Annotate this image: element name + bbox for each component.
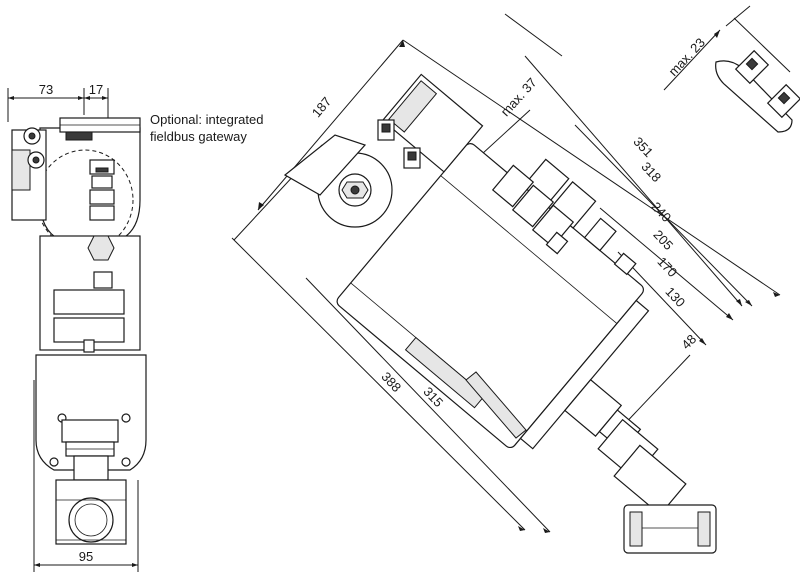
dim-170: 170 [654, 254, 680, 280]
fieldbus-gateway-note: Optional: integrated fieldbus gateway [150, 111, 263, 145]
note-line-2: fieldbus gateway [150, 129, 247, 144]
dim-max23: max. 23 [665, 35, 708, 79]
dim-318: 318 [638, 159, 664, 185]
dim-17: 17 [89, 82, 103, 97]
dim-max37: max. 37 [498, 75, 540, 119]
dim-187: 187 [309, 94, 334, 120]
dim-351: 351 [630, 134, 656, 160]
front-view: 73 17 [7, 82, 147, 572]
note-line-1: Optional: integrated [150, 112, 264, 127]
dim-95: 95 [79, 549, 93, 564]
side-view: 187 max. 37 351 318 240 205 170 130 48 1… [231, 13, 781, 554]
dim-388: 388 [378, 369, 404, 395]
dim-205: 205 [650, 227, 676, 253]
dim-130: 130 [662, 284, 688, 310]
dim-73: 73 [39, 82, 53, 97]
detail-view: max. 23 [663, 5, 800, 133]
